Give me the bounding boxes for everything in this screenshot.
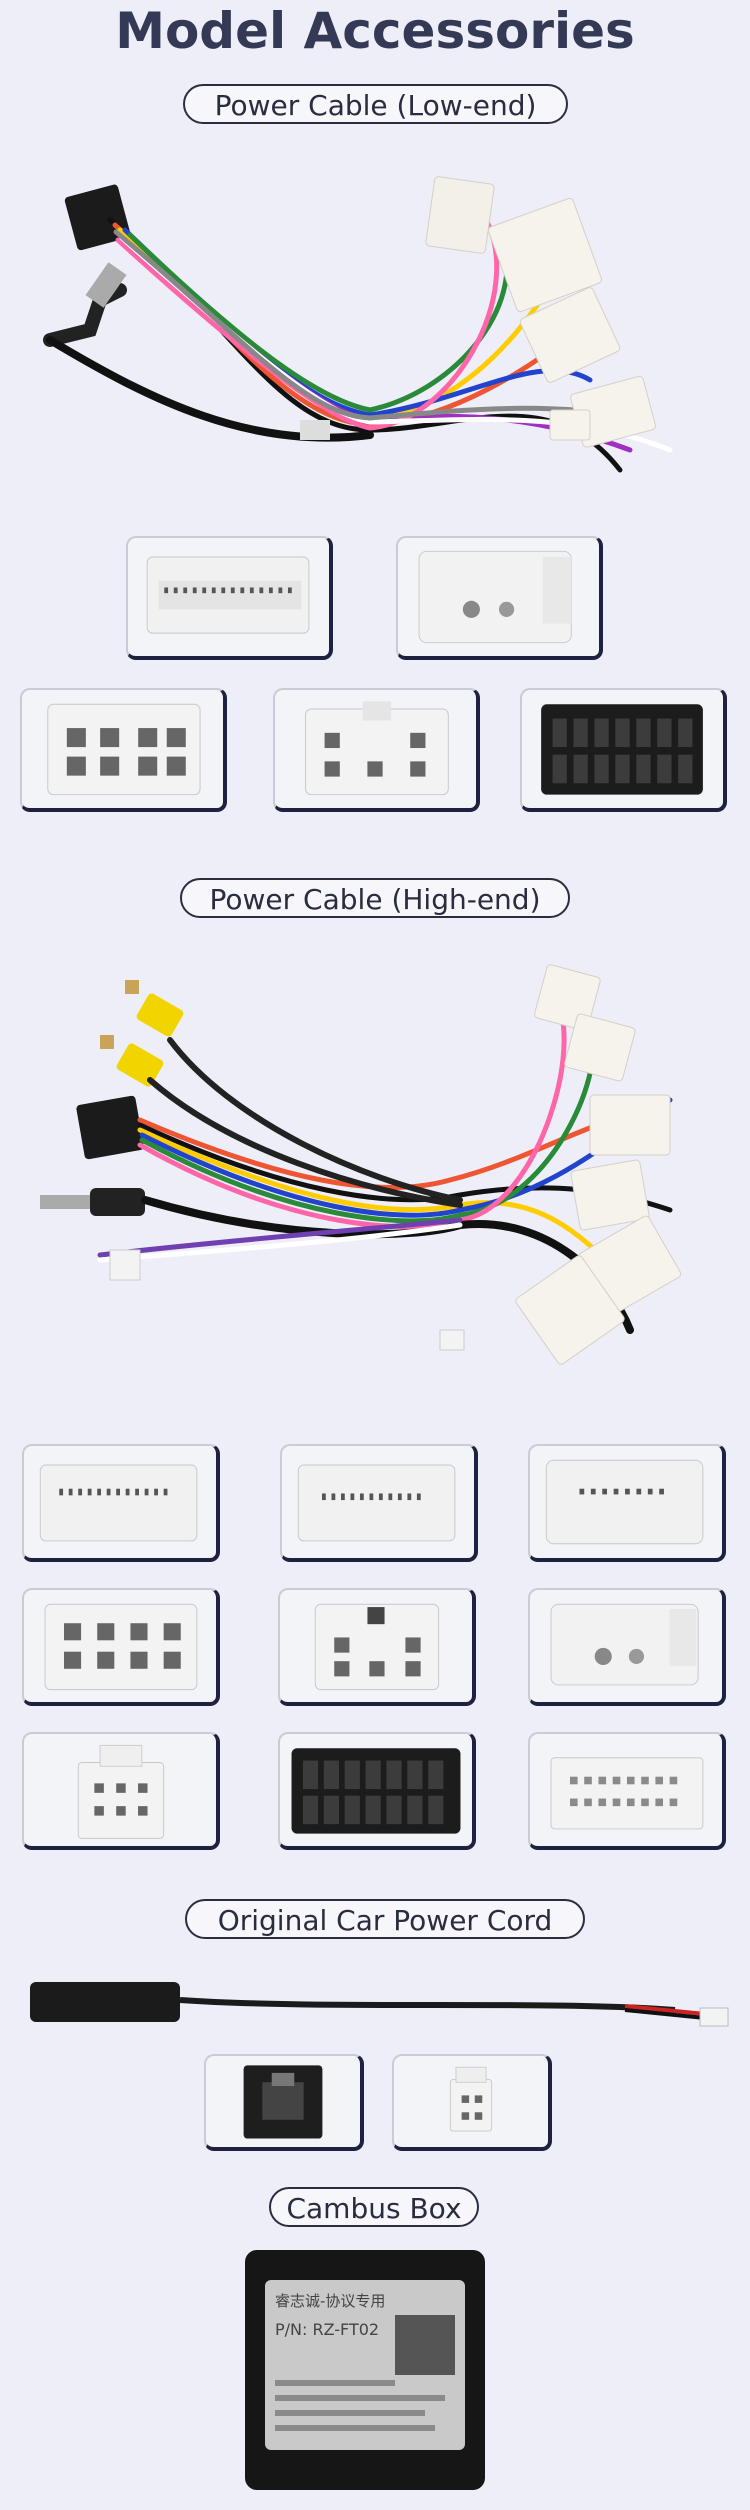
section-label-cambus: Cambus Box bbox=[269, 2187, 479, 2227]
connector-thumb-6 bbox=[22, 1444, 220, 1562]
section-label-high-end: Power Cable (High-end) bbox=[180, 878, 570, 918]
section-label-original-cord: Original Car Power Cord bbox=[185, 1899, 585, 1939]
connector-thumb-11 bbox=[528, 1588, 726, 1706]
connector-thumb-14 bbox=[528, 1732, 726, 1850]
cambus-box-image: 睿志诚-协议专用 P/N: RZ-FT02 bbox=[245, 2250, 485, 2490]
connector-thumb-3 bbox=[20, 688, 227, 812]
section-label-low-end: Power Cable (Low-end) bbox=[183, 84, 568, 124]
original-power-cord-image bbox=[25, 1970, 735, 2040]
connector-thumb-9 bbox=[22, 1588, 220, 1706]
connector-thumb-1 bbox=[126, 536, 333, 660]
connector-thumb-16 bbox=[392, 2054, 552, 2151]
connector-thumb-13 bbox=[278, 1732, 476, 1850]
connector-thumb-2 bbox=[396, 536, 603, 660]
high-end-harness-image bbox=[30, 950, 720, 1390]
connector-thumb-4 bbox=[273, 688, 480, 812]
connector-thumb-10 bbox=[278, 1588, 476, 1706]
page-title: Model Accessories bbox=[115, 2, 635, 60]
cambus-label-line1: 睿志诚-协议专用 bbox=[275, 2292, 386, 2310]
connector-thumb-15 bbox=[204, 2054, 364, 2151]
connector-thumb-7 bbox=[280, 1444, 478, 1562]
connector-thumb-8 bbox=[528, 1444, 726, 1562]
cambus-label-line2: P/N: RZ-FT02 bbox=[275, 2320, 380, 2339]
connector-thumb-5 bbox=[520, 688, 727, 812]
connector-thumb-12 bbox=[22, 1732, 220, 1850]
low-end-harness-image bbox=[30, 170, 710, 500]
